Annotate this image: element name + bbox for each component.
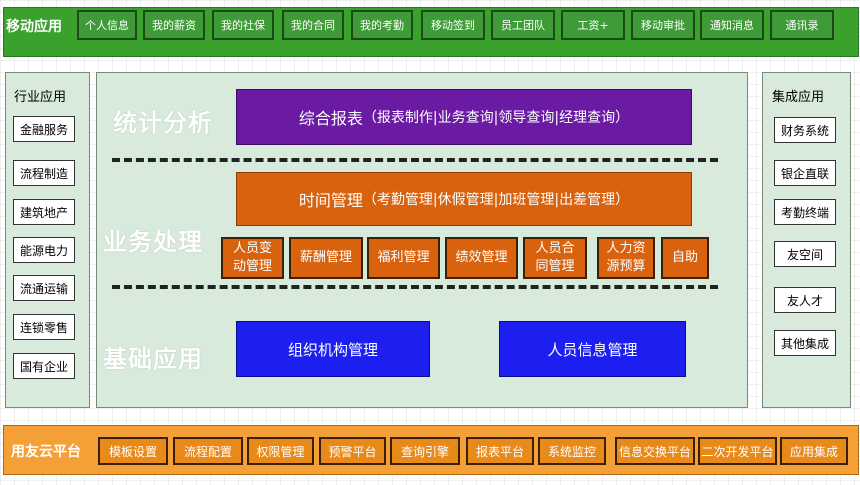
platform-item-info-exchange[interactable]: 信息交换平台	[615, 437, 695, 465]
time-management-box[interactable]: 时间管理 （考勤管理|休假管理|加班管理|出差管理）	[236, 172, 692, 226]
cloud-platform-title: 用友云平台	[11, 444, 81, 460]
personnel-info-management-box[interactable]: 人员信息管理	[499, 321, 686, 377]
mobile-item-personal-info[interactable]: 个人信息	[77, 10, 137, 40]
industry-item-logistics[interactable]: 流通运输	[13, 275, 75, 301]
industry-item-state-owned[interactable]: 国有企业	[13, 353, 75, 379]
business-item-compensation[interactable]: 薪酬管理	[289, 237, 363, 279]
business-item-label: 自助	[671, 250, 698, 266]
industry-apps-title: 行业应用	[14, 90, 67, 105]
integration-apps-title: 集成应用	[772, 90, 825, 105]
integration-item-you-talent[interactable]: 友人才	[774, 287, 836, 313]
platform-item-report-platform[interactable]: 报表平台	[466, 437, 534, 465]
business-item-performance[interactable]: 绩效管理	[445, 237, 518, 279]
mobile-item-salary-plus[interactable]: 工资+	[561, 10, 625, 40]
platform-item-system-monitor[interactable]: 系统监控	[538, 437, 606, 465]
business-item-welfare[interactable]: 福利管理	[367, 237, 440, 279]
industry-item-chain-retail[interactable]: 连锁零售	[13, 314, 75, 340]
business-item-label: 人员变动管理	[232, 241, 272, 274]
comprehensive-report-title: 综合报表	[298, 109, 363, 128]
mobile-item-mobile-approval[interactable]: 移动审批	[631, 10, 695, 40]
integration-item-attendance-terminal[interactable]: 考勤终端	[774, 199, 836, 225]
mobile-apps-title: 移动应用	[6, 19, 62, 35]
mobile-item-mobile-checkin[interactable]: 移动签到	[421, 10, 485, 40]
platform-item-template-settings[interactable]: 模板设置	[98, 437, 168, 465]
mobile-item-my-attendance[interactable]: 我的考勤	[351, 10, 413, 40]
comprehensive-report-detail: （报表制作|业务查询|领导查询|经理查询）	[362, 110, 630, 126]
integration-item-other[interactable]: 其他集成	[774, 330, 836, 356]
mobile-item-my-social-security[interactable]: 我的社保	[212, 10, 274, 40]
business-item-hr-budget[interactable]: 人力资源预算	[597, 237, 655, 279]
platform-item-alert-platform[interactable]: 预警平台	[319, 437, 386, 465]
business-item-personnel-change[interactable]: 人员变动管理	[221, 237, 284, 279]
business-item-label: 绩效管理	[455, 250, 508, 266]
section-divider-bottom	[112, 285, 718, 289]
platform-item-secondary-dev[interactable]: 二次开发平台	[698, 437, 777, 465]
section-label-statistics: 统计分析	[113, 109, 213, 137]
platform-item-permission[interactable]: 权限管理	[247, 437, 314, 465]
section-label-business: 业务处理	[103, 228, 203, 256]
section-label-basic: 基础应用	[103, 345, 203, 373]
org-structure-management-box[interactable]: 组织机构管理	[236, 321, 430, 377]
industry-item-process-manufacturing[interactable]: 流程制造	[13, 160, 75, 186]
time-management-detail: （考勤管理|休假管理|加班管理|出差管理）	[362, 192, 630, 208]
platform-item-workflow-config[interactable]: 流程配置	[173, 437, 243, 465]
business-item-label: 福利管理	[377, 250, 430, 266]
integration-item-you-space[interactable]: 友空间	[774, 241, 836, 267]
mobile-item-contacts[interactable]: 通讯录	[770, 10, 834, 40]
business-item-label: 薪酬管理	[299, 250, 352, 266]
industry-item-energy-power[interactable]: 能源电力	[13, 237, 75, 263]
mobile-item-my-contract[interactable]: 我的合同	[282, 10, 344, 40]
industry-item-finance[interactable]: 金融服务	[13, 116, 75, 142]
section-divider-top	[112, 158, 718, 162]
industry-item-construction-realestate[interactable]: 建筑地产	[13, 199, 75, 225]
integration-item-bank-direct[interactable]: 银企直联	[774, 160, 836, 186]
platform-item-query-engine[interactable]: 查询引擎	[390, 437, 460, 465]
business-item-label: 人员合同管理	[535, 241, 575, 274]
integration-item-finance-system[interactable]: 财务系统	[774, 117, 836, 143]
comprehensive-report-box[interactable]: 综合报表 （报表制作|业务查询|领导查询|经理查询）	[236, 89, 692, 145]
business-item-label: 人力资源预算	[606, 241, 646, 274]
business-item-self-service[interactable]: 自助	[661, 237, 709, 279]
mobile-item-my-salary[interactable]: 我的薪资	[143, 10, 205, 40]
platform-item-app-integration[interactable]: 应用集成	[780, 437, 848, 465]
mobile-item-notifications[interactable]: 通知消息	[700, 10, 764, 40]
business-item-contract[interactable]: 人员合同管理	[523, 237, 587, 279]
mobile-item-staff-team[interactable]: 员工团队	[491, 10, 555, 40]
time-management-title: 时间管理	[298, 191, 363, 210]
